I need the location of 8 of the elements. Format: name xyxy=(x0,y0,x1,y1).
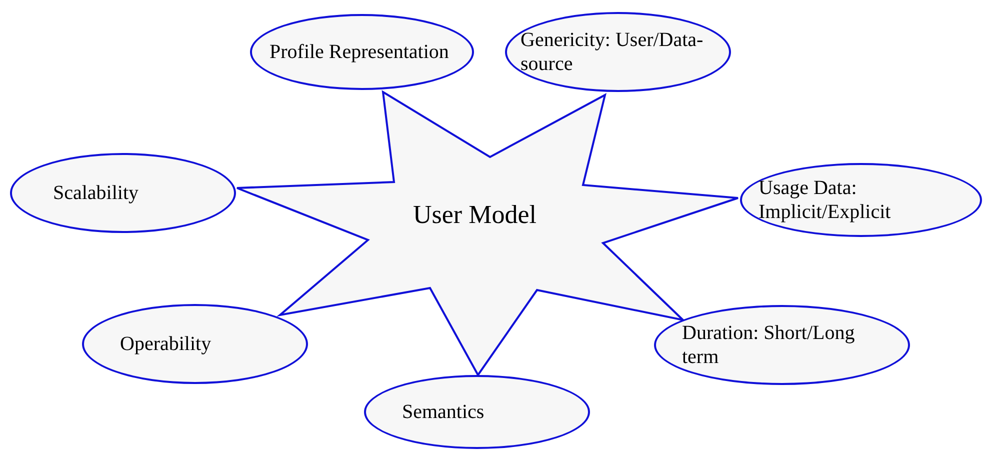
node-label: Operability xyxy=(120,332,212,356)
node-label: Genericity: User/Data-source xyxy=(520,28,704,76)
node-label: Usage Data: Implicit/Explicit xyxy=(758,176,892,224)
node-label: User Model xyxy=(413,200,536,230)
node-label: Scalability xyxy=(53,181,140,205)
node-label: Semantics xyxy=(402,400,486,424)
node-label: Duration: Short/Long term xyxy=(682,321,856,369)
node-label: Profile Representation xyxy=(270,40,450,64)
